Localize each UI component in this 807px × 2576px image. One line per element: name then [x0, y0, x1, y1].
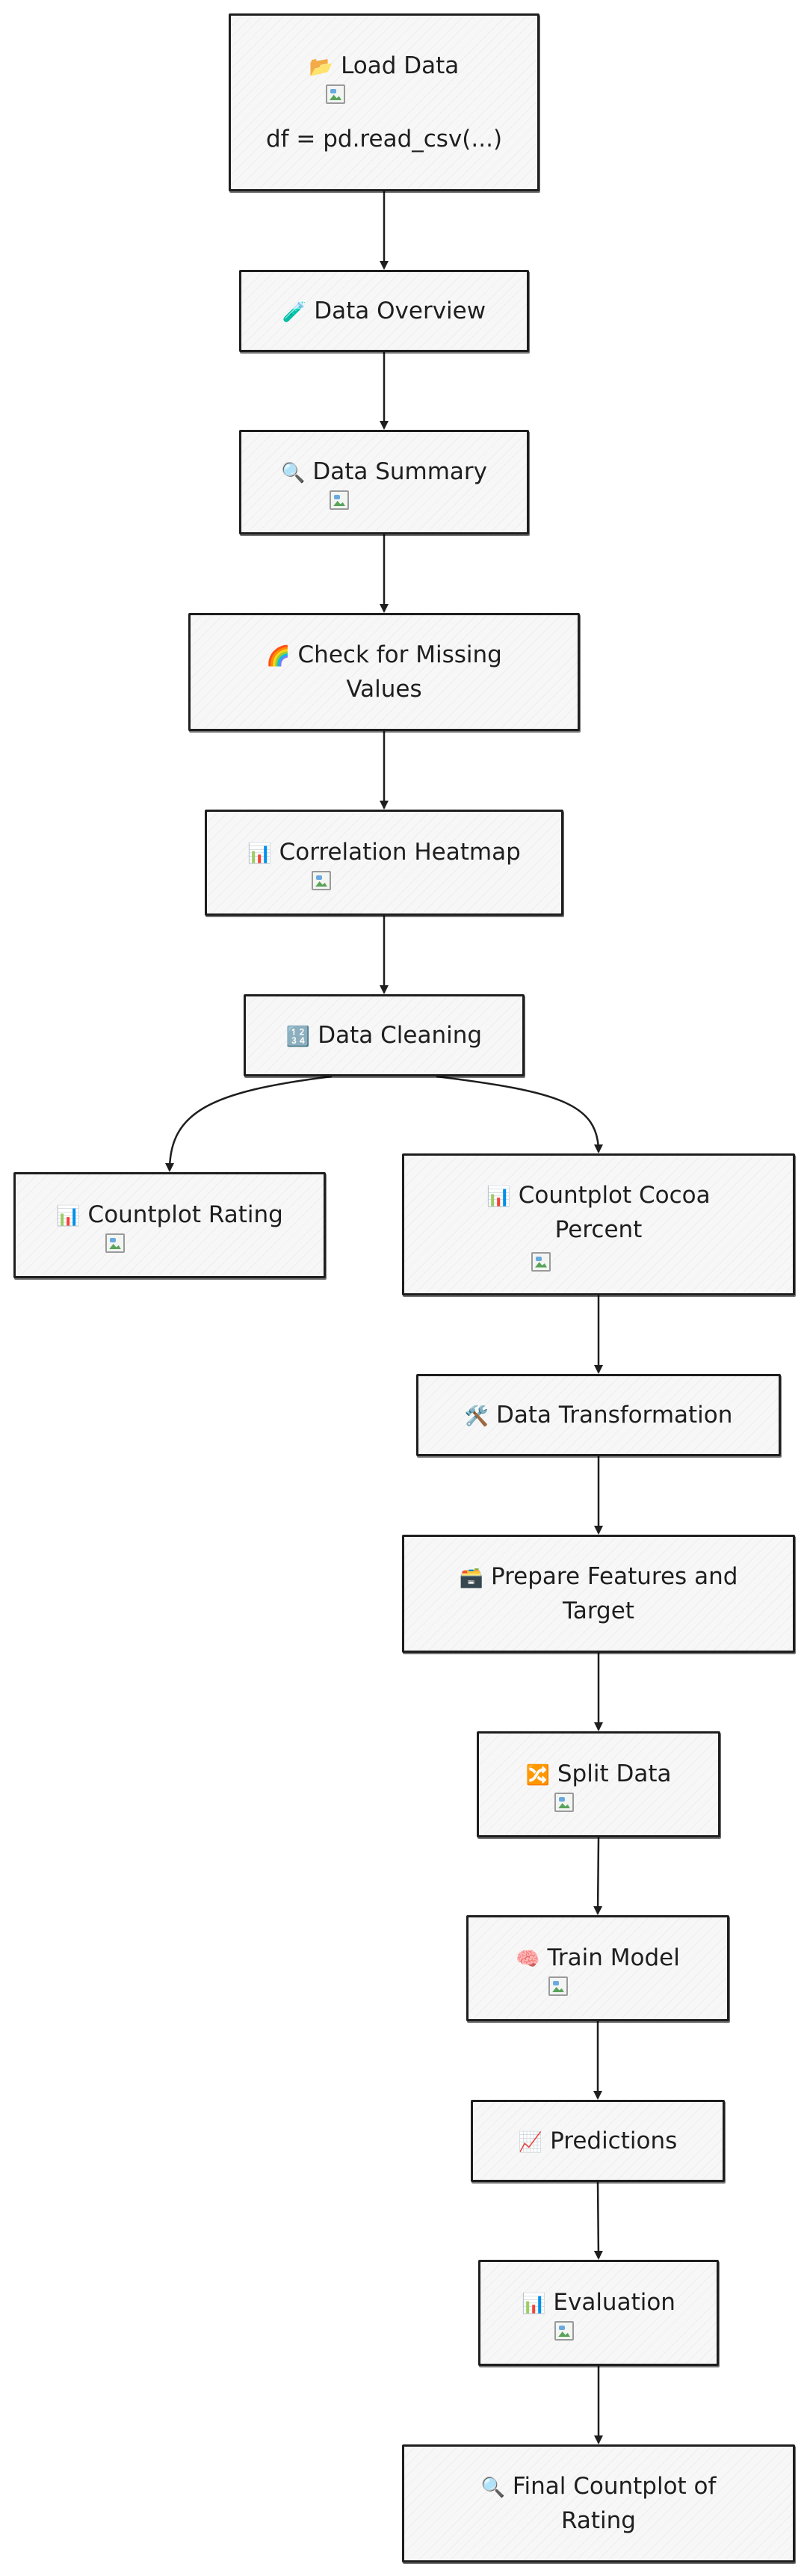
- brain-icon: 🧠: [516, 1947, 540, 1970]
- node-data-cleaning[interactable]: 🔢 Data Cleaning: [244, 994, 525, 1076]
- node-prepare-features-title: 🗃️ Prepare Features and Target: [404, 1559, 793, 1629]
- node-countplot-rating-title: 📊 Countplot Rating: [43, 1198, 297, 1233]
- node-countplot-cocoa[interactable]: 📊 Countplot Cocoa Percent: [402, 1153, 795, 1295]
- node-load-data-title: 📂 Load Data: [296, 49, 473, 84]
- node-data-transformation[interactable]: 🛠️ Data Transformation: [416, 1374, 781, 1456]
- node-train-model-title: 🧠 Train Model: [502, 1941, 693, 1976]
- magnifier-icon: 🔍: [480, 2476, 505, 2499]
- node-evaluation[interactable]: 📊 Evaluation: [478, 2260, 719, 2366]
- node-data-summary-title: 🔍 Data Summary: [268, 455, 501, 490]
- node-data-cleaning-label: Data Cleaning: [318, 1021, 483, 1049]
- node-missing-values-title: 🌈Check for Missing Values: [191, 638, 578, 707]
- edge-data_cleaning-to-countplot_cocoa: [436, 1075, 603, 1153]
- node-countplot-cocoa-label: Countplot Cocoa Percent: [518, 1181, 711, 1244]
- folder-icon: 📂: [309, 55, 334, 78]
- broken-image-icon: [326, 84, 345, 104]
- edge-predictions-to-evaluation: [593, 2181, 603, 2260]
- node-predictions[interactable]: 📈 Predictions: [471, 2100, 725, 2182]
- node-prepare-features-label: Prepare Features and Target: [490, 1562, 738, 1625]
- shuffle-icon: 🔀: [525, 1763, 550, 1787]
- bar-chart-icon: 📊: [486, 1185, 511, 1208]
- node-prepare-features[interactable]: 🗃️ Prepare Features and Target: [402, 1535, 795, 1653]
- node-evaluation-label: Evaluation: [553, 2288, 675, 2316]
- node-final-countplot-title: 🔍 Final Countplot of Rating: [404, 2469, 793, 2539]
- broken-image-icon: [531, 1251, 551, 1272]
- node-data-summary[interactable]: 🔍 Data Summary: [239, 430, 529, 534]
- bar-chart-icon: 📊: [247, 842, 272, 865]
- node-correlation-heatmap[interactable]: 📊 Correlation Heatmap: [205, 810, 563, 916]
- node-countplot-cocoa-title: 📊 Countplot Cocoa Percent: [404, 1178, 793, 1248]
- node-split-data-label: Split Data: [557, 1760, 672, 1787]
- node-data-overview-title: 🧪 Data Overview: [269, 294, 499, 329]
- bar-chart-icon: 📊: [522, 2292, 546, 2315]
- node-train-model[interactable]: 🧠 Train Model: [466, 1915, 729, 2021]
- node-data-transformation-label: Data Transformation: [495, 1401, 733, 1429]
- broken-image-icon: [312, 871, 331, 891]
- node-countplot-rating[interactable]: 📊 Countplot Rating: [13, 1172, 326, 1278]
- node-data-summary-label: Data Summary: [312, 457, 488, 485]
- bar-chart-icon: 📊: [56, 1204, 81, 1227]
- node-correlation-heatmap-label: Correlation Heatmap: [279, 838, 521, 866]
- magnifier-icon: 🔍: [280, 461, 306, 484]
- broken-image-icon: [330, 490, 349, 511]
- node-correlation-heatmap-title: 📊 Correlation Heatmap: [234, 835, 534, 870]
- node-data-overview[interactable]: 🧪 Data Overview: [239, 270, 529, 352]
- node-split-data[interactable]: 🔀 Split Data: [477, 1731, 720, 1837]
- card-box-icon: 🗃️: [459, 1566, 483, 1589]
- node-evaluation-title: 📊 Evaluation: [508, 2285, 689, 2320]
- rainbow-icon: 🌈: [266, 644, 291, 668]
- node-train-model-label: Train Model: [547, 1944, 680, 1971]
- node-predictions-label: Predictions: [550, 2127, 678, 2154]
- broken-image-icon: [554, 2321, 574, 2341]
- node-final-countplot-label: Final Countplot of Rating: [512, 2472, 717, 2535]
- tools-icon: 🛠️: [464, 1405, 489, 1428]
- edge-split_data-to-train_model: [593, 1837, 603, 1915]
- node-predictions-title: 📈 Predictions: [505, 2124, 691, 2159]
- broken-image-icon: [105, 1233, 125, 1254]
- node-load-data[interactable]: 📂 Load Data df = pd.read_csv(...): [229, 13, 539, 191]
- node-final-countplot[interactable]: 🔍 Final Countplot of Rating: [402, 2444, 795, 2563]
- broken-image-icon: [554, 1793, 574, 1813]
- node-missing-values-label: Check for Missing Values: [297, 641, 502, 703]
- node-missing-values[interactable]: 🌈Check for Missing Values: [188, 613, 580, 731]
- broken-image-icon: [548, 1976, 568, 1997]
- node-countplot-rating-label: Countplot Rating: [87, 1201, 283, 1228]
- edge-data_cleaning-to-countplot_rating: [165, 1075, 333, 1172]
- numbers-icon: 🔢: [285, 1025, 311, 1048]
- node-load-data-code: df = pd.read_csv(...): [265, 126, 503, 152]
- node-data-overview-label: Data Overview: [314, 297, 486, 324]
- node-split-data-title: 🔀 Split Data: [513, 1757, 685, 1792]
- node-load-data-label: Load Data: [341, 52, 460, 79]
- test-tube-icon: 🧪: [282, 301, 307, 324]
- trend-chart-icon: 📈: [518, 2130, 543, 2154]
- node-data-transformation-title: 🛠️ Data Transformation: [451, 1398, 746, 1433]
- node-data-cleaning-title: 🔢 Data Cleaning: [273, 1018, 495, 1053]
